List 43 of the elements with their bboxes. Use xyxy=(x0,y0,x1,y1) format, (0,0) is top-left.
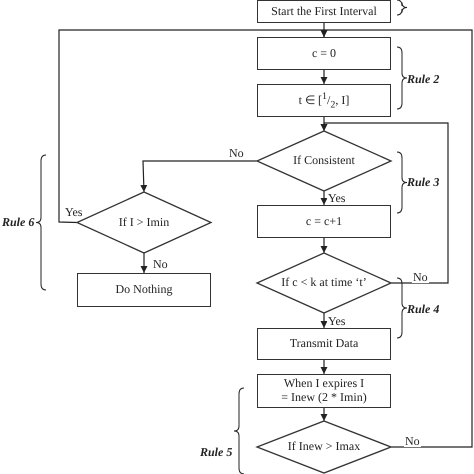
process-box xyxy=(257,205,391,238)
arrow xyxy=(320,313,328,328)
process-box xyxy=(257,374,391,408)
edge-label: No xyxy=(228,147,245,159)
node-text: Do Nothing xyxy=(116,283,172,297)
node-text: c = c+1 xyxy=(306,214,342,228)
arrow xyxy=(320,360,328,374)
rule-label: Rule 5 xyxy=(200,445,232,460)
edge-label: Yes xyxy=(327,315,346,327)
node-text: c = 0 xyxy=(312,46,336,60)
decision-diamond xyxy=(257,421,391,473)
arrow xyxy=(320,238,328,253)
arrow xyxy=(320,122,449,284)
arrow xyxy=(320,408,328,421)
node-text: t ∈ [$^{1}$/$_{2}$, I] xyxy=(298,90,350,110)
node-text: If Inew > Imax xyxy=(288,440,360,454)
edge-label: Yes xyxy=(64,206,84,218)
process-box xyxy=(77,273,211,307)
node-text: If Consistent xyxy=(293,154,355,168)
rule-label: Rule 3 xyxy=(407,175,440,190)
rule-label: Rule 6 xyxy=(2,215,34,230)
process-box xyxy=(257,328,391,360)
edge-label: No xyxy=(404,435,421,447)
process-box xyxy=(257,37,391,70)
node-text: If I > Imin xyxy=(118,216,170,230)
decision-diamond xyxy=(257,253,391,313)
node-text: Start the First Interval xyxy=(271,4,377,18)
edge-label: Yes xyxy=(327,192,346,204)
rule-label: Rule 4 xyxy=(407,302,440,317)
rule-label: Rule 2 xyxy=(407,72,440,87)
arrow xyxy=(140,253,148,273)
process-box xyxy=(257,0,391,23)
edge-label: No xyxy=(152,258,169,270)
arrow xyxy=(140,160,257,192)
decision-diamond xyxy=(257,131,391,191)
node-text: When I expires I = Inew (2 * Imin) xyxy=(280,377,368,405)
node-text: Transmit Data xyxy=(290,337,358,351)
process-box xyxy=(257,84,391,117)
edge-label: No xyxy=(412,271,429,283)
arrow xyxy=(320,70,328,84)
arrow xyxy=(320,191,328,205)
node-text: If c < k at time ‘t’ xyxy=(281,276,367,290)
arrow xyxy=(58,29,328,224)
